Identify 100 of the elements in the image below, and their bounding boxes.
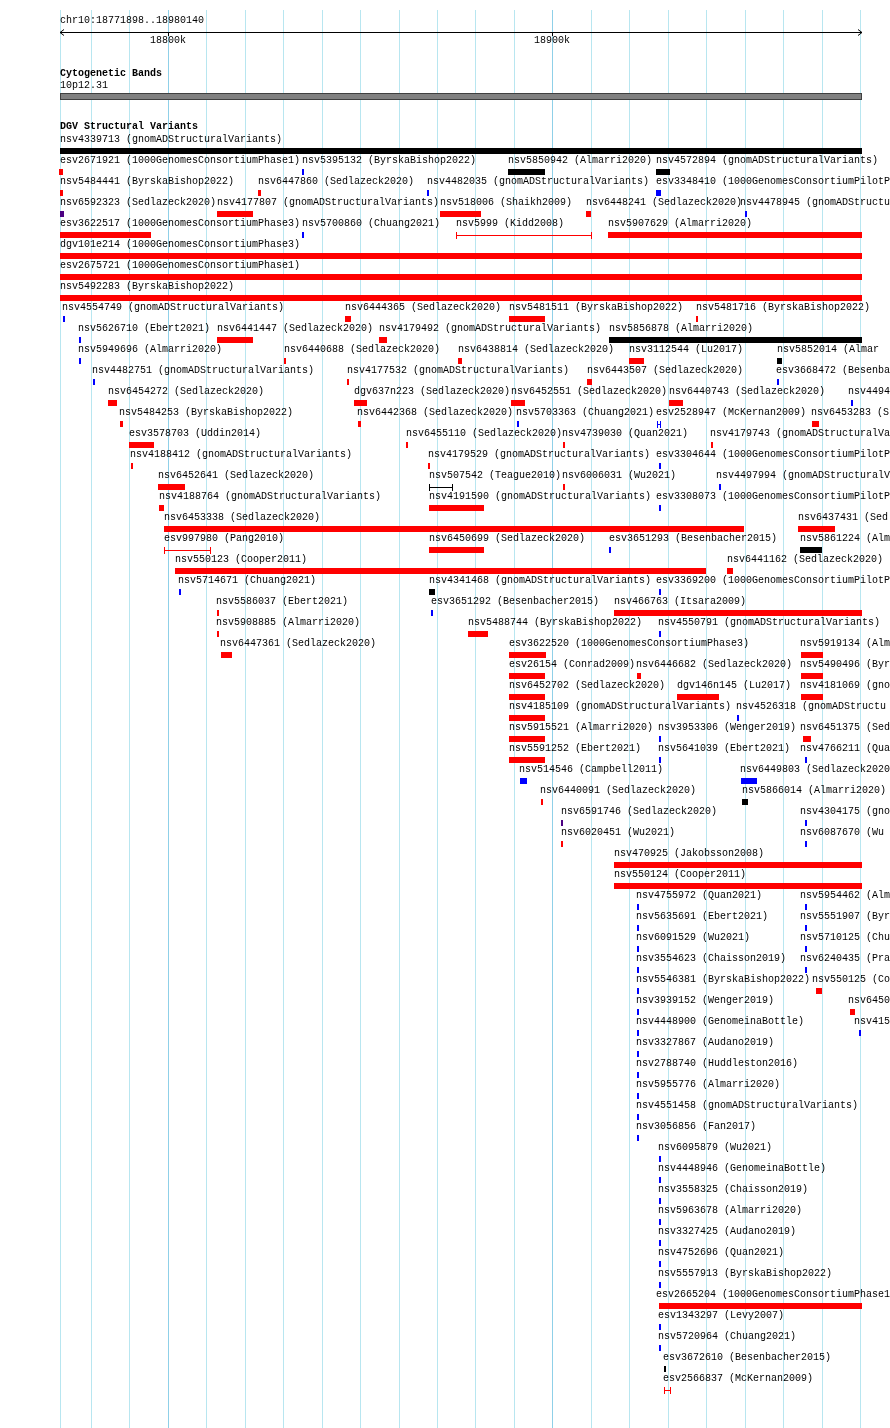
variant-label: nsv4181069 (gno: [800, 680, 890, 692]
variant-label: nsv6452641 (Sedlazeck2020): [158, 470, 315, 482]
variant-label: nsv4188764 (gnomADStructuralVariants): [159, 491, 382, 503]
variant-label: nsv5481716 (ByrskaBishop2022): [696, 302, 871, 314]
variant-label: nsv4554749 (gnomADStructuralVariants): [62, 302, 285, 314]
variant-label: nsv6455110 (Sedlazeck2020): [406, 428, 563, 440]
variant-label: nsv5481511 (ByrskaBishop2022): [509, 302, 684, 314]
variant-label: nsv550124 (Cooper2011): [614, 869, 747, 881]
variant-label: nsv4766211 (Qua: [800, 743, 890, 755]
variant-label: nsv5490496 (Byr: [800, 659, 890, 671]
variant-label: nsv6437431 (Sed: [798, 512, 888, 524]
variant-label: nsv6240435 (Pra: [800, 953, 890, 965]
variant-label: esv2675721 (1000GenomesConsortiumPhase1): [60, 260, 301, 272]
variant-label: dgv637n223 (Sedlazeck2020): [354, 386, 511, 398]
variant-label: nsv3953306 (Wenger2019): [658, 722, 797, 734]
variant-label: nsv518006 (Shaikh2009): [440, 197, 573, 209]
variant-label: nsv4478945 (gnomADStructu: [740, 197, 890, 209]
variant-label: esv3668472 (Besenba: [776, 365, 890, 377]
variant-label: nsv5492283 (ByrskaBishop2022): [60, 281, 235, 293]
variant-label: nsv3327425 (Audano2019): [658, 1226, 797, 1238]
variant-label: nsv470925 (Jakobsson2008): [614, 848, 765, 860]
variant-label: nsv4482751 (gnomADStructuralVariants): [92, 365, 315, 377]
variant-label: nsv4179529 (gnomADStructuralVariants): [428, 449, 651, 461]
variant-label: nsv6443507 (Sedlazeck2020): [587, 365, 744, 377]
variant-label: nsv6591746 (Sedlazeck2020): [561, 806, 718, 818]
variant-label: nsv3327867 (Audano2019): [636, 1037, 775, 1049]
variant-label: nsv5852014 (Almar: [777, 344, 880, 356]
variant-label: esv3651293 (Besenbacher2015): [609, 533, 778, 545]
variant-label: nsv6441447 (Sedlazeck2020): [217, 323, 374, 335]
variant-label: nsv4339713 (gnomADStructuralVariants): [60, 134, 283, 146]
variant-label: nsv6438814 (Sedlazeck2020): [458, 344, 615, 356]
variant-label: esv1343297 (Levy2007): [658, 1310, 785, 1322]
variant-label: nsv6450699 (Sedlazeck2020): [429, 533, 586, 545]
variant-label: nsv5861224 (Alm: [800, 533, 890, 545]
variant-label: nsv6452702 (Sedlazeck2020): [509, 680, 666, 692]
variant-label: nsv5591252 (Ebert2021): [509, 743, 642, 755]
variant-label: nsv466763 (Itsara2009): [614, 596, 747, 608]
variant-label: esv3578703 (Uddin2014): [129, 428, 262, 440]
variant-label: nsv5586037 (Ebert2021): [216, 596, 349, 608]
variant-label: nsv5908885 (Almarri2020): [216, 617, 361, 629]
variant-label: nsv5395132 (ByrskaBishop2022): [302, 155, 477, 167]
variant-label: nsv4497994 (gnomADStructuralV: [716, 470, 890, 482]
variant-label: nsv5700860 (Chuang2021): [302, 218, 441, 230]
variant-label: nsv5949696 (Almarri2020): [78, 344, 223, 356]
variant-label: esv3622517 (1000GenomesConsortiumPhase3): [60, 218, 301, 230]
variant-label: nsv6440688 (Sedlazeck2020): [284, 344, 441, 356]
variant-label: nsv5954462 (Alm: [800, 890, 890, 902]
region-label: chr10:18771898..18980140: [60, 15, 205, 27]
variant-label: nsv5850942 (Almarri2020): [508, 155, 653, 167]
variant-label: nsv4177532 (gnomADStructuralVariants): [347, 365, 570, 377]
variant-label: nsv507542 (Teague2010): [429, 470, 562, 482]
variant-label: nsv6442368 (Sedlazeck2020): [357, 407, 514, 419]
variant-label: esv3369200 (1000GenomesConsortiumPilotP: [656, 575, 890, 587]
variant-label: nsv5626710 (Ebert2021): [78, 323, 211, 335]
variant-label: nsv5641039 (Ebert2021): [658, 743, 791, 755]
variant-label: nsv6020451 (Wu2021): [561, 827, 676, 839]
variant-label: nsv4752696 (Quan2021): [658, 1247, 785, 1259]
variant-label: nsv4341468 (gnomADStructuralVariants): [429, 575, 652, 587]
variant-label: nsv5714671 (Chuang2021): [178, 575, 317, 587]
variant-label: nsv4448900 (GenomeinaBottle): [636, 1016, 805, 1028]
variant-label: nsv5484441 (ByrskaBishop2022): [60, 176, 235, 188]
variant-label: nsv4185109 (gnomADStructuralVariants): [509, 701, 732, 713]
variant-label: nsv5551907 (Byr: [800, 911, 890, 923]
variant-label: nsv6592323 (Sedlazeck2020): [60, 197, 217, 209]
variant-label: nsv415: [854, 1016, 890, 1028]
variant-label: nsv5856878 (Almarri2020): [609, 323, 754, 335]
variant-label: nsv6440743 (Sedlazeck2020): [669, 386, 826, 398]
variant-label: nsv3939152 (Wenger2019): [636, 995, 775, 1007]
variant-label: nsv6450: [848, 995, 890, 1007]
variant-label: nsv4526318 (gnomADStructu: [736, 701, 887, 713]
variant-label: nsv4448946 (GenomeinaBottle): [658, 1163, 827, 1175]
variant-label: nsv5720964 (Chuang2021): [658, 1331, 797, 1343]
variant-label: esv26154 (Conrad2009): [509, 659, 636, 671]
variant-label: nsv4482035 (gnomADStructuralVariants): [427, 176, 650, 188]
variant-label: nsv6087670 (Wu: [800, 827, 884, 839]
variant-label: esv3308073 (1000GenomesConsortiumPilotP: [656, 491, 890, 503]
variant-label: nsv4179492 (gnomADStructuralVariants): [379, 323, 602, 335]
variant-label: nsv6447361 (Sedlazeck2020): [220, 638, 377, 650]
variant-label: nsv550125 (Co: [812, 974, 890, 986]
variant-label: nsv4191590 (gnomADStructuralVariants): [429, 491, 652, 503]
variant-label: nsv5710125 (Chu: [800, 932, 890, 944]
variant-label: nsv5907629 (Almarri2020): [608, 218, 753, 230]
variant-label: nsv6454272 (Sedlazeck2020): [108, 386, 265, 398]
variant-label: nsv4179743 (gnomADStructuralVa: [710, 428, 890, 440]
variant-label: nsv5557913 (ByrskaBishop2022): [658, 1268, 833, 1280]
band-label: 10p12.31: [60, 80, 108, 92]
variant-label: nsv2788740 (Huddleston2016): [636, 1058, 799, 1070]
variant-label: esv2671921 (1000GenomesConsortiumPhase1): [60, 155, 301, 167]
variant-label: nsv6091529 (Wu2021): [636, 932, 751, 944]
variant-label: nsv3056856 (Fan2017): [636, 1121, 757, 1133]
track-title: Cytogenetic Bands: [60, 68, 163, 80]
variant-label: dgv146n145 (Lu2017): [677, 680, 792, 692]
variant-label: nsv550123 (Cooper2011): [175, 554, 308, 566]
variant-label: nsv6446682 (Sedlazeck2020): [636, 659, 793, 671]
variant-label: esv3304644 (1000GenomesConsortiumPilotP: [656, 449, 890, 461]
variant-label: nsv5963678 (Almarri2020): [658, 1205, 803, 1217]
variant-label: nsv4572894 (gnomADStructuralVariants): [656, 155, 879, 167]
variant-label: nsv5484253 (ByrskaBishop2022): [119, 407, 294, 419]
variant-label: nsv5955776 (Almarri2020): [636, 1079, 781, 1091]
variant-label: esv2665204 (1000GenomesConsortiumPhase1: [656, 1289, 890, 1301]
